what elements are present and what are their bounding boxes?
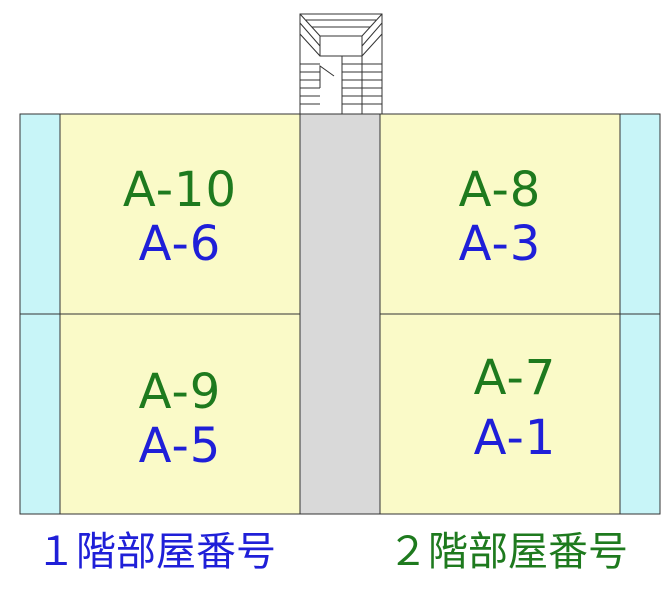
balcony-lower-right — [619, 313, 661, 515]
room-upper-right-floor2: A-8 — [458, 162, 542, 218]
corridor — [299, 113, 381, 515]
room-lower-left-floor2: A-9 — [138, 364, 222, 420]
room-upper-left — [59, 113, 301, 315]
room-lower-right-floor2: A-7 — [473, 350, 557, 406]
room-upper-right — [379, 113, 621, 315]
room-lower-right-floor1: A-1 — [473, 410, 557, 466]
room-lower-right — [379, 313, 621, 515]
room-upper-left-floor2: A-10 — [122, 162, 238, 218]
room-upper-left-floor1: A-6 — [138, 216, 222, 272]
balcony-upper-left — [19, 113, 61, 315]
room-lower-left — [59, 313, 301, 515]
balcony-upper-right — [619, 113, 661, 315]
room-upper-right-floor1: A-3 — [458, 216, 542, 272]
legend-floor1: １階部屋番号 — [36, 529, 276, 575]
balcony-lower-left — [19, 313, 61, 515]
staircase-icon — [299, 13, 383, 115]
room-lower-left-floor1: A-5 — [138, 418, 222, 474]
legend-floor2: ２階部屋番号 — [388, 529, 628, 575]
